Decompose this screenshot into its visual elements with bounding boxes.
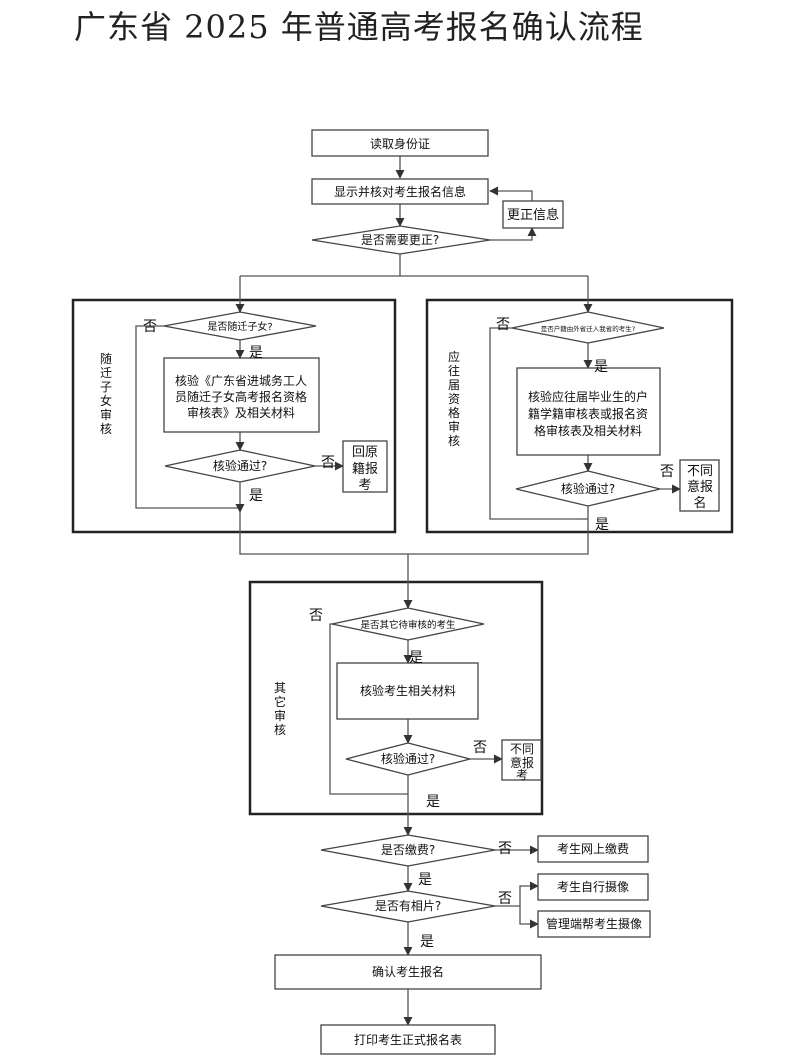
other-review-frame xyxy=(248,580,544,816)
migrant-group-char-4: 女 xyxy=(100,393,112,408)
correct-info-label: 更正信息 xyxy=(507,207,559,223)
self-photo-box xyxy=(537,873,649,901)
page-title: 广东省 2025 年普通高考报名确认流程 xyxy=(74,8,644,46)
migrant-group-char-6: 核 xyxy=(100,422,112,436)
other-group-char-2: 它 xyxy=(274,694,286,709)
return-home-line-2: 籍报 xyxy=(352,461,378,477)
print-box xyxy=(320,1024,496,1055)
admin-photo-label: 管理端帮考生摄像 xyxy=(546,916,642,931)
verify-migrant-box xyxy=(163,357,320,433)
migrant-review-frame xyxy=(71,298,397,534)
reject-graduate-line-2: 意报 xyxy=(687,479,713,495)
verify-migrant-line-1: 核验《广东省进城务工人 xyxy=(175,373,307,388)
migrant-yes-label: 是 xyxy=(249,345,263,361)
migrant-pass-label: 核验通过? xyxy=(213,458,267,473)
paid-diamond xyxy=(320,834,496,867)
reject-other-line-1: 不同 xyxy=(510,742,534,756)
verify-graduate-line-1: 核验应往届毕业生的户 xyxy=(528,389,648,404)
need-correct-diamond xyxy=(311,225,491,255)
online-pay-label: 考生网上缴费 xyxy=(557,841,629,856)
print-label: 打印考生正式报名表 xyxy=(354,1032,462,1047)
reject-other-box xyxy=(501,739,542,781)
graduate-group-char-5: 格 xyxy=(448,405,460,420)
self-photo-label: 考生自行摄像 xyxy=(557,879,629,894)
other-pass-diamond xyxy=(345,742,471,776)
photo-yes-label: 是 xyxy=(420,934,434,950)
other-group-char-4: 核 xyxy=(274,723,286,737)
graduate-question-label: 是否户籍由外省迁入我省的考生? xyxy=(541,324,635,333)
verify-other-label: 核验考生相关材料 xyxy=(360,683,456,698)
return-home-line-3: 考 xyxy=(358,478,371,493)
migrant-pass-diamond xyxy=(164,449,316,483)
migrant-group-char-1: 随 xyxy=(100,351,112,366)
graduate-diamond xyxy=(511,311,665,344)
migrant-group-char-5: 审 xyxy=(100,407,112,422)
graduate-group-char-3: 届 xyxy=(448,378,460,392)
paid-no-label: 否 xyxy=(498,841,512,857)
photo-label: 是否有相片? xyxy=(375,899,441,913)
graduate-group-char-2: 往 xyxy=(448,363,460,378)
graduate-pass-label: 核验通过? xyxy=(561,481,615,496)
graduate-pass-no-label: 否 xyxy=(660,464,674,480)
migrant-pass-no-label: 否 xyxy=(321,455,335,471)
need-correct-label: 是否需要更正? xyxy=(361,233,439,247)
graduate-group-char-6: 审 xyxy=(448,419,460,434)
show-info-label: 显示并核对考生报名信息 xyxy=(334,184,466,199)
migrant-no-label: 否 xyxy=(143,319,157,335)
other-group-char-3: 审 xyxy=(274,708,286,723)
migrant-question-label: 是否随迁子女? xyxy=(207,320,272,333)
graduate-group-char-4: 资 xyxy=(448,392,460,406)
verify-graduate-line-3: 格审核表及相关材料 xyxy=(534,423,642,438)
other-pass-label: 核验通过? xyxy=(381,751,435,766)
graduate-no-label: 否 xyxy=(496,317,510,333)
other-question-label: 是否其它待审核的考生 xyxy=(360,619,456,631)
photo-no-label: 否 xyxy=(498,891,512,907)
verify-graduate-box xyxy=(516,367,661,456)
other-yes-label: 是 xyxy=(409,650,423,666)
confirm-label: 确认考生报名 xyxy=(372,964,444,979)
graduate-pass-diamond xyxy=(515,470,661,507)
other-pass-no-label: 否 xyxy=(473,740,487,756)
migrant-pass-yes-label: 是 xyxy=(249,488,263,504)
other-diamond xyxy=(331,607,485,641)
other-group-char-1: 其 xyxy=(274,681,286,695)
graduate-group-char-7: 核 xyxy=(448,434,460,448)
online-pay-box xyxy=(537,835,649,863)
reject-graduate-line-3: 名 xyxy=(693,495,706,511)
admin-photo-box xyxy=(537,910,651,938)
graduate-group-char-1: 应 xyxy=(448,349,460,364)
show-info-box xyxy=(311,178,489,205)
verify-graduate-line-2: 籍学籍审核表或报名资 xyxy=(528,406,648,421)
return-home-box xyxy=(342,440,388,493)
reject-graduate-box xyxy=(679,459,720,512)
photo-diamond xyxy=(320,890,496,923)
graduate-pass-yes-label: 是 xyxy=(595,517,609,533)
graduate-yes-label: 是 xyxy=(594,359,608,375)
return-home-line-1: 回原 xyxy=(352,445,378,460)
migrant-group-char-2: 迁 xyxy=(100,366,112,380)
other-no-label: 否 xyxy=(309,608,323,624)
other-pass-yes-label: 是 xyxy=(426,794,440,810)
confirm-box xyxy=(274,954,542,990)
read-id-label: 读取身份证 xyxy=(370,136,430,151)
paid-yes-label: 是 xyxy=(418,872,432,888)
connectors xyxy=(135,156,681,1026)
reject-other-line-2: 意报 xyxy=(510,755,534,770)
migrant-diamond xyxy=(163,311,317,341)
verify-migrant-line-2: 员随迁子女高考报名资格 xyxy=(175,389,307,404)
reject-other-line-3: 考 xyxy=(516,768,528,782)
reject-graduate-line-1: 不同 xyxy=(687,464,713,479)
graduate-review-frame xyxy=(425,298,734,534)
verify-migrant-line-3: 审核表》及相关材料 xyxy=(187,405,295,420)
paid-label: 是否缴费? xyxy=(381,842,435,857)
correct-info-box xyxy=(502,200,564,229)
read-id-box xyxy=(311,129,489,157)
verify-other-box xyxy=(336,662,479,720)
migrant-group-char-3: 子 xyxy=(100,380,112,394)
